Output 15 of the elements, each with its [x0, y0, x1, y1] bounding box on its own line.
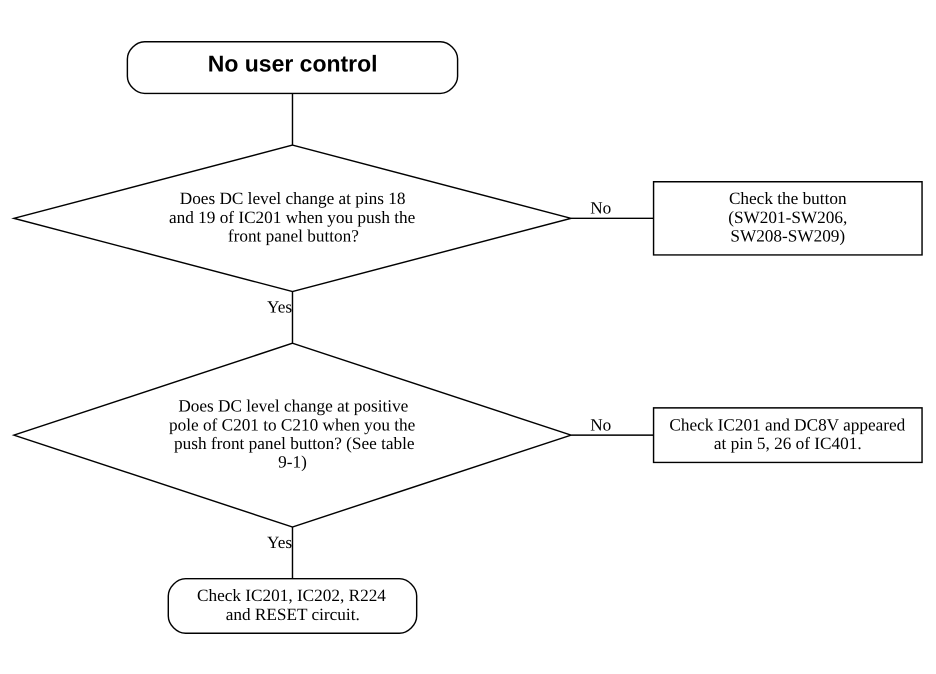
node-box: Check the button (SW201-SW206, SW208-SW209): [652, 180, 923, 256]
connector: [571, 217, 654, 219]
edge-label: Yes: [267, 296, 292, 316]
connector: [292, 93, 294, 145]
connector: [571, 434, 654, 436]
node-box: Check IC201, IC202, R224 and RESET circuit.: [168, 577, 418, 634]
node-box: Check IC201 and DC8V appeared at pin 5, 26 of IC401.: [652, 406, 923, 463]
node-box: No user control: [126, 40, 458, 94]
connector: [292, 526, 294, 578]
connector: [292, 291, 294, 342]
edge-label: No: [590, 198, 612, 217]
edge-label: Yes: [267, 532, 292, 552]
edge-label: No: [590, 414, 612, 434]
node-diamond: Does DC level change at positive pole of C201 to C210 when you the push front panel button? (See table 9-1): [12, 342, 574, 528]
node-diamond: Does DC level change at pins 18 and 19 of IC201 when you push the front panel button?: [11, 144, 574, 292]
